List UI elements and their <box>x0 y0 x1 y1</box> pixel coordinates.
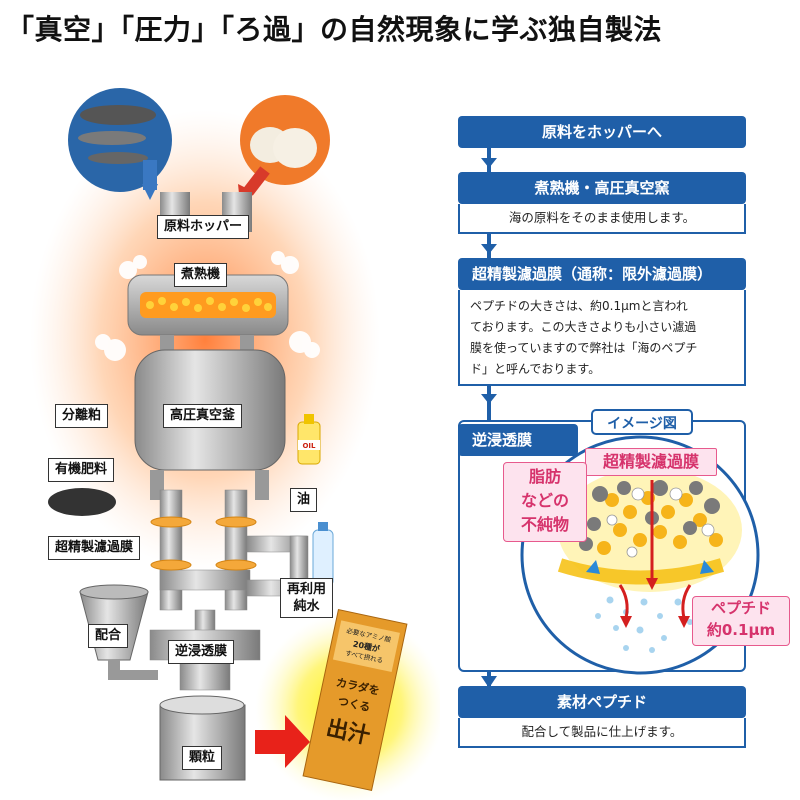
label-vacuum-pot: 高圧真空釜 <box>163 404 243 428</box>
label-reverse-osmosis: 逆浸透膜 <box>168 640 235 664</box>
step-hopper-header: 原料をホッパーへ <box>458 116 746 148</box>
heat-glow <box>30 110 380 570</box>
label-recycled-water-line2: 純水 <box>293 599 320 614</box>
filter-rings <box>150 516 257 571</box>
step-arrow-1 <box>481 158 497 168</box>
label-blend: 配合 <box>88 624 129 648</box>
step-peptide-body: 配合して製品に仕上げます。 <box>458 718 746 748</box>
oil-bottle-text: OIL <box>302 442 316 450</box>
fertilizer-pile <box>48 488 116 516</box>
oil-bottle-icon: OIL <box>297 414 321 465</box>
step-ultra-line-1: ペプチドの大きさは、約0.1μmと言われ <box>470 299 688 313</box>
fish-icon <box>68 88 172 200</box>
process-diagram: OIL 必要なアミノ酸 20種が <box>0 60 440 800</box>
step-arrow-2 <box>481 244 497 254</box>
steam-puffs <box>95 251 320 361</box>
peptide-label: ペプチド 約0.1μm <box>692 596 790 646</box>
step-cooker-body: 海の原料をそのまま使用します。 <box>458 204 746 234</box>
peptide-line-2: 約0.1μm <box>706 621 776 639</box>
label-organic-fertilizer: 有機肥料 <box>48 458 115 482</box>
impurity-label: 脂肪 などの 不純物 <box>503 462 587 542</box>
water-bottle-icon <box>312 522 334 587</box>
label-oil: 油 <box>290 488 318 512</box>
step-arrow-3 <box>481 394 497 404</box>
label-hopper: 原料ホッパー <box>157 215 250 239</box>
garlic-icon <box>238 95 330 204</box>
step-ultra-line-4: ド」と呼んでおります。 <box>470 362 601 376</box>
red-arrow <box>255 715 310 768</box>
impurity-line-1: 脂肪 <box>528 467 561 486</box>
label-recycled-water: 再利用 純水 <box>280 578 334 618</box>
step-cooker-text: 海の原料をそのまま使用します。 <box>508 210 696 225</box>
step-ultra-header: 超精製濾過膜（通称：限外濾過膜） <box>458 258 746 290</box>
peptide-line-1: ペプチド <box>710 599 771 617</box>
step-ultra-line-2: ております。この大きさよりも小さい濾過 <box>470 320 697 334</box>
impurity-line-2: などの <box>520 491 569 510</box>
flow-spine <box>487 148 491 688</box>
step-cooker-header: 煮熟機・高圧真空窯 <box>458 172 746 204</box>
label-cooker: 煮熟機 <box>174 263 228 287</box>
membrane-label: 超精製濾過膜 <box>585 448 717 476</box>
label-separated-lees: 分離粕 <box>55 404 109 428</box>
step-peptide-text: 配合して製品に仕上げます。 <box>521 724 683 739</box>
step-ultra-body: ペプチドの大きさは、約0.1μmと言われ ております。この大きさよりも小さい濾過… <box>458 290 746 386</box>
label-granule: 顆粒 <box>182 746 223 770</box>
step-ro-header: 逆浸透膜 <box>458 424 578 456</box>
product-package: 必要なアミノ酸 20種が すべて摂れる カラダを つくる 出汁 <box>302 608 408 792</box>
impurity-line-3: 不純物 <box>520 515 569 534</box>
page-title: 「真空」「圧力」「ろ過」の自然現象に学ぶ独自製法 <box>6 13 663 46</box>
label-recycled-water-line1: 再利用 <box>287 582 327 597</box>
label-ultra-filtration: 超精製濾過膜 <box>48 536 141 560</box>
step-peptide-header: 素材ペプチド <box>458 686 746 718</box>
step-ultra-line-3: 膜を使っていますので弊社は「海のペプチ <box>470 341 698 355</box>
